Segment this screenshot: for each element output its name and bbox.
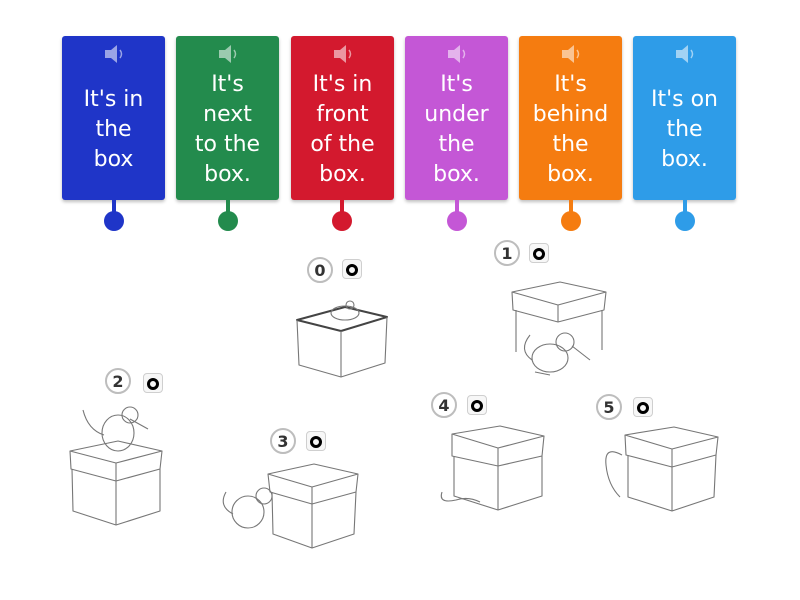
speaker-icon[interactable] — [446, 44, 468, 64]
speaker-icon[interactable] — [103, 44, 125, 64]
speaker-icon[interactable] — [332, 44, 354, 64]
box-mouse-behind-illustration — [605, 426, 719, 512]
card-label: It's in the box — [83, 87, 144, 172]
drag-pin-on[interactable] — [675, 211, 695, 231]
box-mouse-in-illustration — [296, 300, 388, 378]
scene-number: 4 — [431, 392, 457, 418]
scene-number: 0 — [307, 257, 333, 283]
drop-target-5[interactable] — [633, 397, 653, 417]
pin-stem — [226, 200, 230, 212]
scene-number: 3 — [270, 428, 296, 454]
card-under[interactable]: It's under the box. — [405, 36, 508, 200]
drag-pin-under[interactable] — [447, 211, 467, 231]
pin-stem — [569, 200, 573, 212]
drop-target-2[interactable] — [143, 373, 163, 393]
pin-stem — [112, 200, 116, 212]
scene-number: 2 — [105, 368, 131, 394]
card-label: It's next to the box. — [194, 72, 261, 187]
drop-target-3[interactable] — [306, 431, 326, 451]
pin-stem — [340, 200, 344, 212]
scene-number: 1 — [494, 240, 520, 266]
speaker-icon[interactable] — [217, 44, 239, 64]
drop-target-0[interactable] — [342, 259, 362, 279]
box-mouse-under-illustration — [440, 425, 545, 511]
pin-stem — [455, 200, 459, 212]
card-in[interactable]: It's in the box — [62, 36, 165, 200]
card-behind[interactable]: It's behind the box. — [519, 36, 622, 200]
box-mouse-in-front-illustration — [511, 281, 607, 376]
card-label: It's under the box. — [424, 72, 489, 187]
drag-pin-in[interactable] — [104, 211, 124, 231]
speaker-icon[interactable] — [674, 44, 696, 64]
card-in-front-of[interactable]: It's in front of the box. — [291, 36, 394, 200]
drag-pin-in-front-of[interactable] — [332, 211, 352, 231]
pin-stem — [683, 200, 687, 212]
card-on[interactable]: It's on the box. — [633, 36, 736, 200]
scene-number: 5 — [596, 394, 622, 420]
card-next-to[interactable]: It's next to the box. — [176, 36, 279, 200]
drop-target-4[interactable] — [467, 395, 487, 415]
drag-pin-next-to[interactable] — [218, 211, 238, 231]
box-mouse-next-to-illustration — [222, 463, 359, 549]
speaker-icon[interactable] — [560, 44, 582, 64]
box-mouse-on-illustration — [69, 406, 163, 526]
card-label: It's behind the box. — [532, 72, 609, 187]
card-label: It's in front of the box. — [310, 72, 375, 187]
drop-target-1[interactable] — [529, 243, 549, 263]
card-label: It's on the box. — [650, 87, 719, 172]
drag-pin-behind[interactable] — [561, 211, 581, 231]
